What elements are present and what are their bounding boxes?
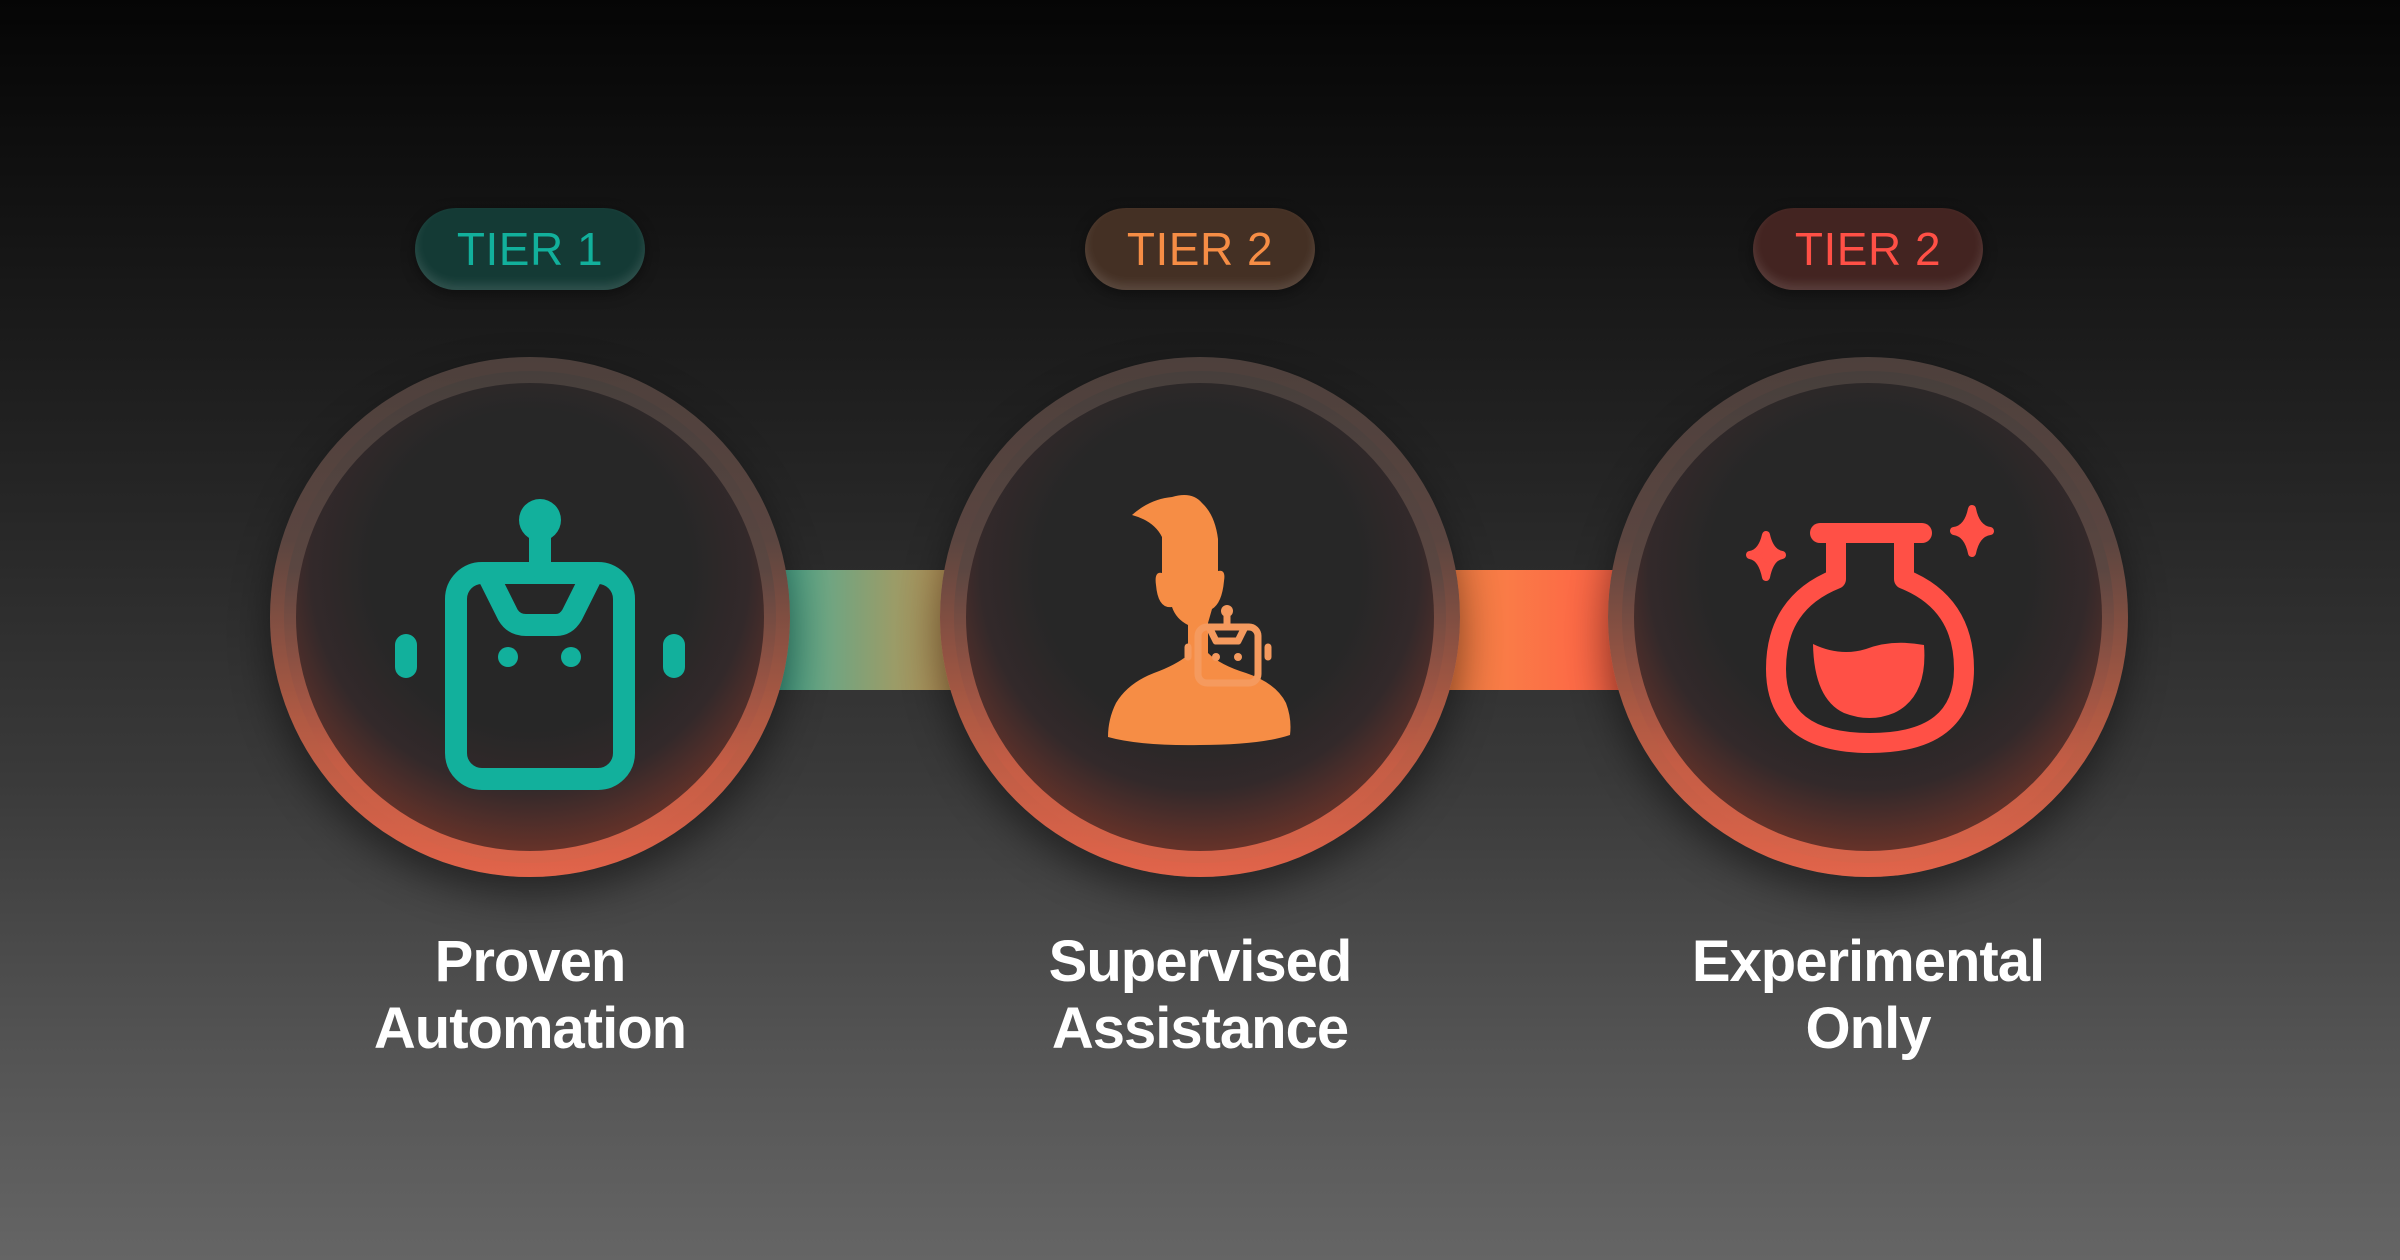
person-silhouette-icon xyxy=(1108,495,1291,746)
label-line: Proven xyxy=(434,929,627,994)
label-line: Supervised xyxy=(1048,929,1353,994)
robot-icon xyxy=(395,499,685,790)
small-robot-icon xyxy=(1184,605,1272,687)
label-line: Automation xyxy=(373,996,687,1061)
label-line: Only xyxy=(1805,996,1932,1061)
connector-tier1-to-tier2 xyxy=(773,570,958,690)
tier-badge-supervised: TIER 2 xyxy=(1085,208,1315,290)
label-proven-automation: Proven Automation xyxy=(280,928,780,1062)
label-line: Assistance xyxy=(1051,996,1349,1061)
connector-tier2-to-tier3 xyxy=(1443,570,1628,690)
label-experimental-only: Experimental Only xyxy=(1618,928,2118,1062)
tier-badge-proven: TIER 1 xyxy=(415,208,645,290)
node-core xyxy=(1634,383,2102,851)
label-supervised-assistance: Supervised Assistance xyxy=(950,928,1450,1062)
node-supervised-assistance xyxy=(940,357,1460,877)
label-line: Experimental xyxy=(1691,929,2045,994)
node-proven-automation xyxy=(270,357,790,877)
tier-badge-experimental: TIER 2 xyxy=(1753,208,1983,290)
node-experimental-only xyxy=(1608,357,2128,877)
flask-sparkles-icon xyxy=(1746,505,1994,753)
